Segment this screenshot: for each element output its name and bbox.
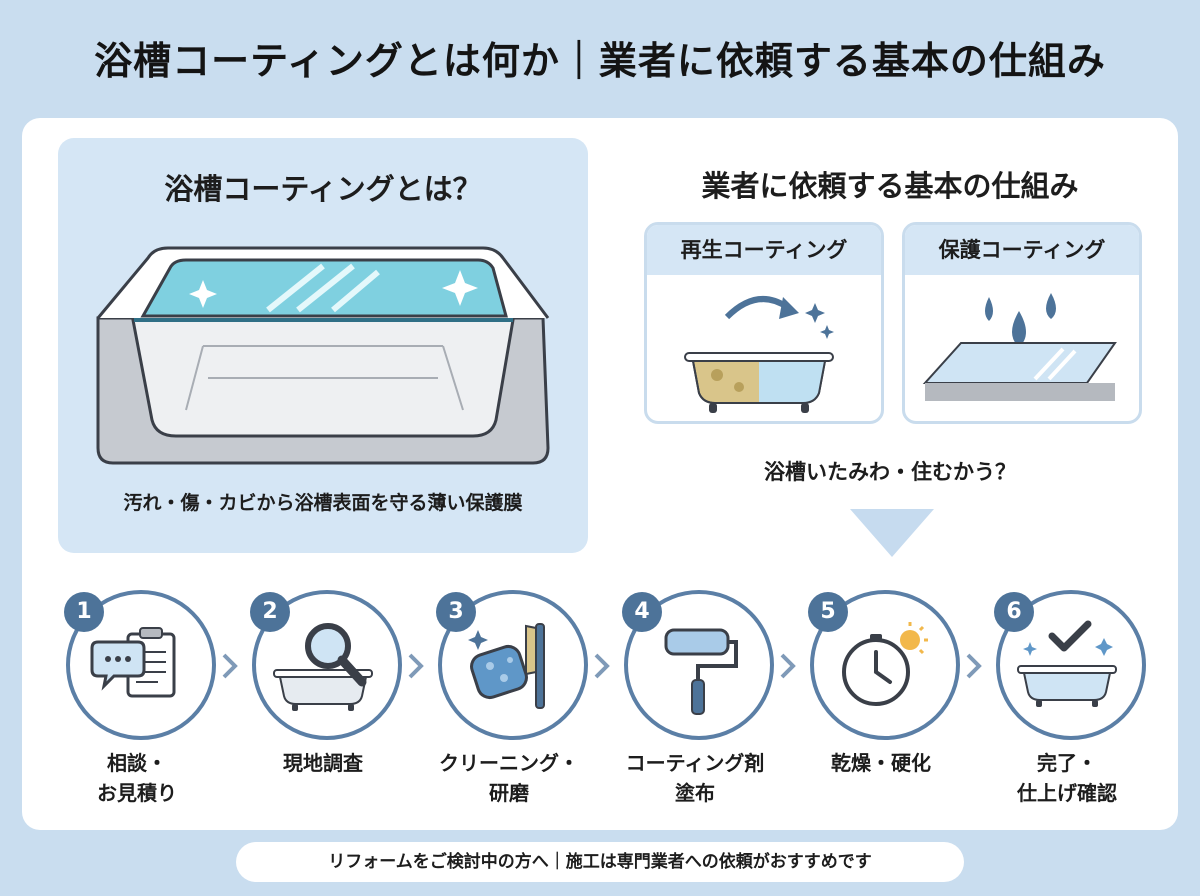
- step-number: 4: [622, 592, 662, 632]
- step-label: 相談・ お見積り: [97, 751, 177, 805]
- down-arrow-icon: [850, 509, 934, 557]
- definition-heading: 浴槽コーティングとは？: [164, 172, 482, 206]
- water-repelling-surface-icon: [922, 293, 1117, 401]
- step-label: コーティング剤 塗布: [625, 751, 765, 805]
- step-number: 2: [250, 592, 290, 632]
- step-number: 6: [994, 592, 1034, 632]
- stained-to-clean-bathtub-icon: [684, 296, 834, 413]
- step-label: 完了・ 仕上げ確認: [1017, 751, 1117, 805]
- step-label: 乾燥・硬化: [831, 751, 931, 775]
- consultation-clipboard-icon: [90, 627, 176, 698]
- footer-note: リフォームをご検討中の方へ｜施工は専門業者への依頼がおすすめです: [236, 842, 964, 882]
- step-label: クリーニング・ 研磨: [439, 751, 579, 805]
- clock-sun-icon: [842, 622, 928, 706]
- magnifier-bathtub-icon: [273, 623, 373, 711]
- step-label: 現地調査: [283, 751, 363, 775]
- question-text: 浴槽いたみわ・住むかう？: [764, 460, 1016, 484]
- coated-bathtub-illustration: [96, 246, 550, 465]
- step-1: 1 相談・ お見積り: [62, 590, 222, 820]
- definition-caption: 汚れ・傷・カビから浴槽表面を守る薄い保護膜: [123, 492, 523, 514]
- chevron-right-icon: [222, 653, 238, 679]
- chevron-right-icon: [966, 653, 982, 679]
- step-6: 6 完了・ 仕上げ確認: [992, 590, 1152, 820]
- paint-roller-icon: [664, 628, 738, 715]
- step-number: 1: [64, 592, 104, 632]
- page-title: 浴槽コーティングとは何か｜業者に依頼する基本の仕組み: [94, 39, 1106, 83]
- step-4: 4 コーティング剤 塗布: [620, 590, 780, 820]
- chevron-right-icon: [408, 653, 424, 679]
- step-number: 5: [808, 592, 848, 632]
- step-2: 2 現地調査: [248, 590, 408, 820]
- step-5: 5 乾燥・硬化: [806, 590, 966, 820]
- protection-coating-label: 保護コーティング: [905, 225, 1139, 275]
- mechanism-heading: 業者に依頼する基本の仕組み: [701, 169, 1079, 203]
- regeneration-coating-card: 再生コーティング: [644, 222, 884, 424]
- protection-coating-card: 保護コーティング: [902, 222, 1142, 424]
- sponge-brush-icon: [468, 623, 545, 709]
- chevron-right-icon: [594, 653, 610, 679]
- chevron-right-icon: [780, 653, 796, 679]
- step-3: 3 クリーニング・ 研磨: [434, 590, 594, 820]
- step-number: 3: [436, 592, 476, 632]
- checked-bathtub-icon: [1017, 620, 1117, 707]
- coating-definition-panel: 浴槽コーティングとは？ 汚れ・傷・カビから浴槽表面を守る薄い保護膜: [58, 138, 588, 553]
- regeneration-coating-label: 再生コーティング: [647, 225, 881, 275]
